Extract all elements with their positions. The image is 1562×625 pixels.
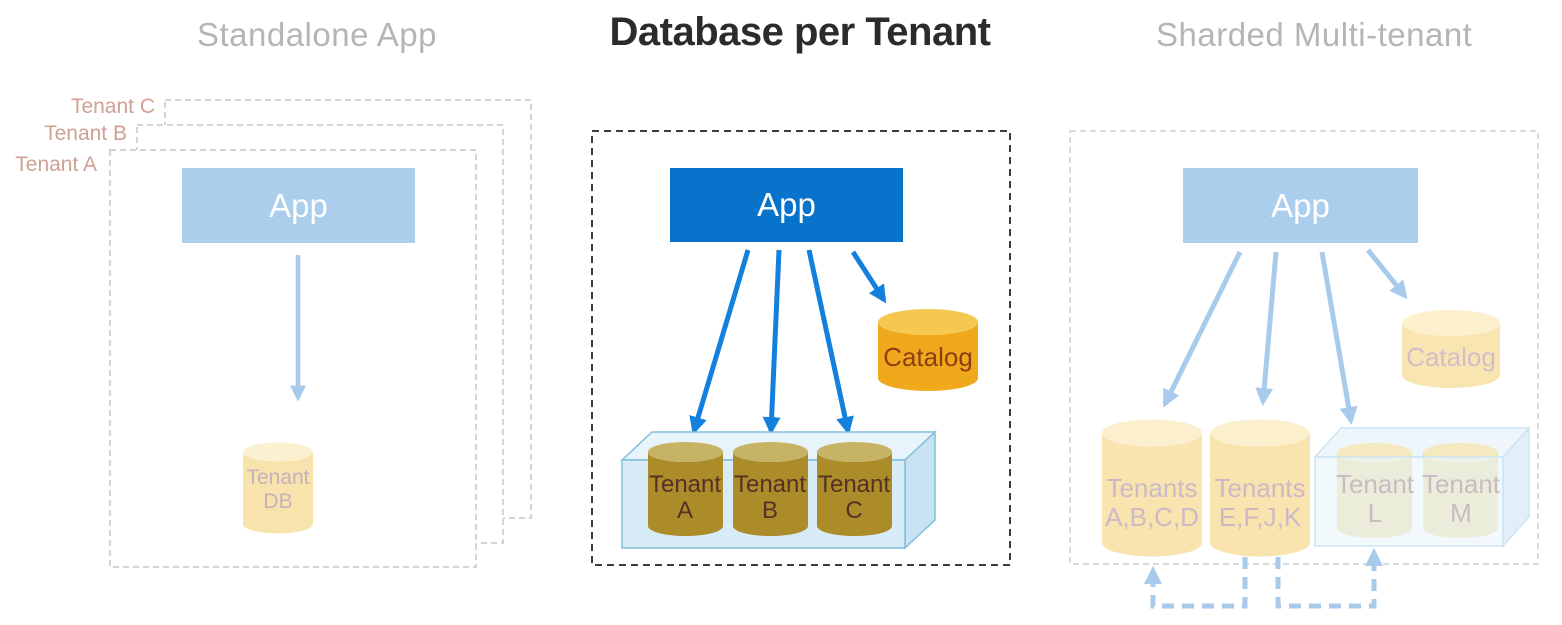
tenant-m-label: Tenant M bbox=[1421, 469, 1501, 528]
app-to-tenant-c-arrow bbox=[806, 249, 854, 435]
migrate-efjk-to-abcd-arrow bbox=[1144, 557, 1248, 609]
app-to-pool-arrow bbox=[1319, 251, 1358, 425]
per-tenant-panel bbox=[591, 130, 1011, 566]
tenant-db-cylinder bbox=[243, 442, 313, 534]
app-to-tenant-a-arrow bbox=[689, 249, 751, 435]
tenant-db-label: Tenant DB bbox=[246, 466, 310, 513]
sharded-pool bbox=[1313, 426, 1531, 548]
sharded-pool-front-face bbox=[1314, 456, 1504, 547]
catalog-cylinder bbox=[878, 309, 978, 391]
tenant-c-db-cylinder bbox=[817, 442, 892, 536]
standalone-panel bbox=[109, 99, 532, 568]
shard-efjk-label: Tenants E,F,J,K bbox=[1214, 473, 1306, 532]
sharded-title: Sharded Multi-tenant bbox=[1156, 16, 1473, 53]
app-to-tenant-b-arrow bbox=[762, 249, 782, 436]
app-to-shard-abcd-arrow bbox=[1162, 250, 1243, 408]
shard-efjk-cylinder bbox=[1210, 419, 1310, 557]
tenant-a-db-cylinder bbox=[648, 442, 723, 536]
catalog-faded-label: Catalog bbox=[1406, 342, 1496, 372]
tenant-b-db-cylinder bbox=[733, 442, 808, 536]
tenant-c-frame-label: Tenant C bbox=[70, 95, 155, 118]
catalog-label: Catalog bbox=[883, 342, 973, 372]
per-tenant-title: Database per Tenant bbox=[609, 10, 992, 54]
catalog-faded-cylinder bbox=[1402, 310, 1500, 388]
sharded-app-box bbox=[1183, 168, 1418, 243]
shard-abcd-cylinder bbox=[1102, 419, 1202, 557]
per-tenant-app-label: App bbox=[757, 186, 816, 223]
migrate-efjk-to-pool-arrow bbox=[1275, 547, 1383, 609]
tenant-a-db-label: Tenant A bbox=[648, 471, 722, 524]
sharded-app-label: App bbox=[1271, 186, 1330, 224]
tenant-c-db-label: Tenant C bbox=[817, 471, 891, 524]
per-tenant-app-box bbox=[670, 168, 903, 242]
tenant-a-frame-label: Tenant A bbox=[15, 153, 97, 176]
tenant-b-db-label: Tenant B bbox=[733, 471, 807, 524]
per-tenant-frame bbox=[591, 130, 1011, 566]
app-to-catalog-faded-arrow bbox=[1366, 248, 1408, 300]
tenant-l-label: Tenant L bbox=[1335, 469, 1415, 528]
standalone-app-label: App bbox=[269, 186, 328, 224]
standalone-app-box bbox=[182, 168, 415, 243]
tenant-b-frame-label: Tenant B bbox=[44, 122, 127, 145]
app-to-shard-efjk-arrow bbox=[1255, 251, 1279, 407]
shard-abcd-label: Tenants A,B,C,D bbox=[1105, 473, 1199, 532]
sharded-panel bbox=[1069, 130, 1539, 609]
standalone-title: Standalone App bbox=[196, 16, 438, 53]
app-to-catalog-arrow bbox=[850, 250, 887, 304]
